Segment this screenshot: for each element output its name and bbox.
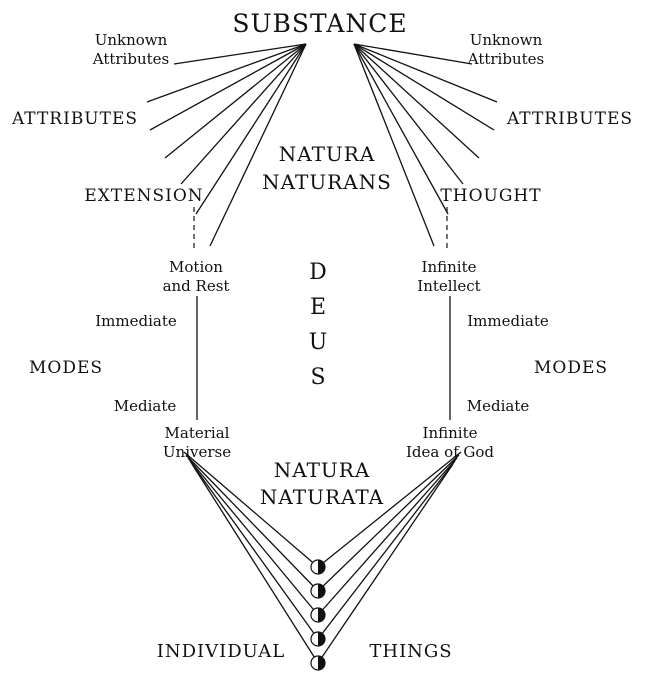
individual-thing-node (310, 655, 326, 671)
label-line: Intellect (417, 277, 481, 295)
label-line: Unknown (469, 31, 543, 49)
infinite-idea-of-god-label: Infinite Idea of God (406, 424, 494, 462)
label-line: NATURANS (262, 170, 392, 194)
modes-left-label: MODES (28, 358, 104, 378)
natura-naturans-label: NATURA NATURANS (262, 140, 392, 196)
thought-label: THOUGHT (440, 186, 542, 206)
label-line: NATURA (278, 142, 376, 166)
individual-thing-node (310, 559, 326, 575)
deus-letter: U (308, 330, 328, 355)
modes-right-label: MODES (533, 358, 609, 378)
attribute-to-mode-dashed-lines (193, 207, 448, 252)
deus-letter: D (309, 260, 327, 285)
material-universe-label: Material Universe (163, 424, 231, 462)
extension-label: EXTENSION (84, 186, 204, 206)
unknown-attributes-right-label: Unknown Attributes (468, 31, 544, 69)
individual-label: INDIVIDUAL (156, 641, 286, 662)
immediate-right-label: Immediate (467, 312, 549, 330)
attributes-left-label: ATTRIBUTES (11, 109, 139, 129)
infinite-intellect-label: Infinite Intellect (417, 258, 480, 296)
label-line: Infinite (421, 258, 477, 276)
label-line: Material (164, 424, 230, 442)
label-line: NATURATA (259, 485, 385, 509)
mediate-right-label: Mediate (466, 397, 530, 415)
mode-chain-lines (196, 296, 451, 420)
individual-thing-nodes (310, 559, 326, 671)
label-line: Unknown (94, 31, 168, 49)
deus-letter: E (309, 295, 327, 320)
natura-naturata-label: NATURA NATURATA (260, 457, 384, 511)
label-line: Infinite (422, 424, 478, 442)
left-converging-lines (183, 451, 319, 664)
label-line: and Rest (162, 277, 230, 295)
label-line: Attributes (467, 50, 545, 68)
immediate-left-label: Immediate (95, 312, 177, 330)
individual-thing-node (310, 631, 326, 647)
individual-thing-node (310, 607, 326, 623)
label-line: Attributes (92, 50, 170, 68)
right-converging-lines (317, 451, 462, 664)
substance-left-fan-lines (146, 43, 307, 247)
substance-title: SUBSTANCE (232, 9, 408, 38)
things-label: THINGS (369, 641, 453, 662)
substance-right-fan-lines (353, 43, 498, 247)
unknown-attributes-left-label: Unknown Attributes (93, 31, 169, 69)
deus-letter: S (310, 365, 326, 390)
label-line: NATURA (273, 458, 371, 482)
label-line: Motion (169, 258, 223, 276)
label-line: Idea of God (405, 443, 495, 461)
attributes-right-label: ATTRIBUTES (506, 109, 634, 129)
label-line: Universe (162, 443, 232, 461)
mediate-left-label: Mediate (113, 397, 177, 415)
motion-and-rest-label: Motion and Rest (163, 258, 230, 296)
individual-thing-node (310, 583, 326, 599)
